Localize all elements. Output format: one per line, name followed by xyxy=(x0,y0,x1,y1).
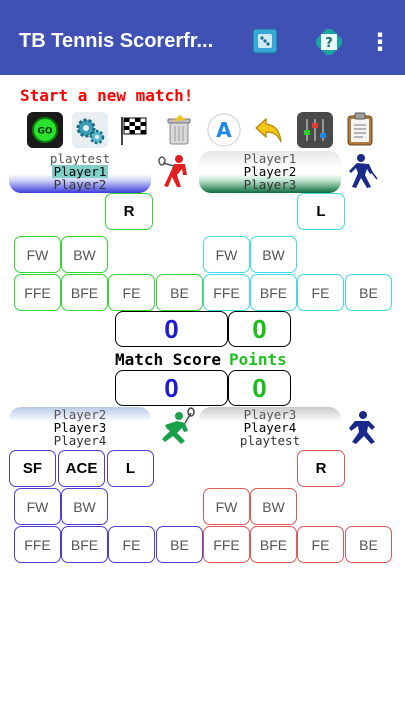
tennis-player-red-icon xyxy=(157,151,197,191)
top-right-side-button[interactable]: L xyxy=(297,193,345,230)
top-right-player-picker[interactable]: Player1 Player2 Player3 xyxy=(199,151,341,193)
top-left-player-picker[interactable]: playtest Player1 Player2 xyxy=(9,151,151,193)
app-title: TB Tennis Scorerfr... xyxy=(19,30,214,52)
bottom-right-bfe-button[interactable]: BFE xyxy=(250,526,297,563)
bottom-right-fw-button[interactable]: FW xyxy=(203,488,250,525)
picker-selected-item: Player4 xyxy=(243,420,297,435)
top-right-score: 0 xyxy=(228,311,291,347)
bottom-left-fe-button[interactable]: FE xyxy=(108,526,155,563)
bottom-left-bw-button[interactable]: BW xyxy=(61,488,108,525)
picker-item: Player4 xyxy=(53,433,107,448)
go-label: GO xyxy=(37,127,52,137)
settings-gears-icon[interactable] xyxy=(72,112,108,148)
top-left-bw-button[interactable]: BW xyxy=(61,236,108,273)
tennis-player-blue-icon xyxy=(343,151,383,191)
bottom-right-side-button[interactable]: R xyxy=(297,450,345,487)
dice-icon[interactable] xyxy=(252,28,278,54)
top-left-fw-button[interactable]: FW xyxy=(14,236,61,273)
help-glyph: ? xyxy=(325,36,333,51)
top-right-ffe-button[interactable]: FFE xyxy=(203,274,250,311)
bottom-right-bw-button[interactable]: BW xyxy=(250,488,297,525)
checkered-flag-icon[interactable] xyxy=(116,112,152,148)
bottom-left-bfe-button[interactable]: BFE xyxy=(61,526,108,563)
top-left-ffe-button[interactable]: FFE xyxy=(14,274,61,311)
top-right-fe-button[interactable]: FE xyxy=(297,274,344,311)
top-left-side-button[interactable]: R xyxy=(105,193,153,230)
bottom-left-player-picker[interactable]: Player2 Player3 Player4 xyxy=(9,407,151,449)
bottom-left-ffe-button[interactable]: FFE xyxy=(14,526,61,563)
picker-selected-item: Player3 xyxy=(53,420,107,435)
font-a-icon[interactable]: A xyxy=(206,112,242,148)
start-message: Start a new match! xyxy=(20,86,194,105)
trash-can-icon[interactable] xyxy=(161,112,197,148)
equalizer-icon[interactable] xyxy=(297,112,333,148)
ace-button[interactable]: ACE xyxy=(58,450,105,487)
picker-item: Player3 xyxy=(243,177,297,192)
bottom-right-ffe-button[interactable]: FFE xyxy=(203,526,250,563)
font-a-glyph: A xyxy=(216,118,232,142)
top-right-bfe-button[interactable]: BFE xyxy=(250,274,297,311)
top-left-bfe-button[interactable]: BFE xyxy=(61,274,108,311)
picker-selected-item: Player2 xyxy=(243,164,297,179)
bottom-left-score: 0 xyxy=(115,370,228,406)
top-right-bw-button[interactable]: BW xyxy=(250,236,297,273)
picker-item: Player1 xyxy=(243,151,297,166)
top-left-score: 0 xyxy=(115,311,228,347)
bottom-right-be-button[interactable]: BE xyxy=(345,526,392,563)
top-left-be-button[interactable]: BE xyxy=(156,274,203,311)
help-icon[interactable]: ? xyxy=(313,26,345,58)
top-left-fe-button[interactable]: FE xyxy=(108,274,155,311)
bottom-right-score: 0 xyxy=(228,370,291,406)
points-label: Points xyxy=(229,350,287,369)
bottom-right-fe-button[interactable]: FE xyxy=(297,526,344,563)
picker-selected-item: Player1 xyxy=(51,164,109,179)
picker-item: Player3 xyxy=(243,407,297,422)
top-right-fw-button[interactable]: FW xyxy=(203,236,250,273)
picker-item: Player2 xyxy=(53,407,107,422)
match-score-label: Match Score xyxy=(115,350,221,369)
picker-item: playtest xyxy=(239,433,301,448)
tennis-player-navy-icon xyxy=(343,407,383,447)
tennis-player-green-icon xyxy=(155,407,195,447)
bottom-left-be-button[interactable]: BE xyxy=(156,526,203,563)
go-button-icon[interactable]: GO xyxy=(27,112,63,148)
bottom-left-side-button[interactable]: L xyxy=(107,450,154,487)
picker-item: Player2 xyxy=(53,177,107,192)
undo-arrow-icon[interactable] xyxy=(251,112,287,148)
bottom-right-player-picker[interactable]: Player3 Player4 playtest xyxy=(199,407,341,449)
top-right-be-button[interactable]: BE xyxy=(345,274,392,311)
sf-button[interactable]: SF xyxy=(9,450,56,487)
clipboard-icon[interactable] xyxy=(342,111,378,147)
picker-item: playtest xyxy=(49,151,111,166)
more-vert-icon[interactable]: ⋮ xyxy=(368,28,392,56)
bottom-left-fw-button[interactable]: FW xyxy=(14,488,61,525)
